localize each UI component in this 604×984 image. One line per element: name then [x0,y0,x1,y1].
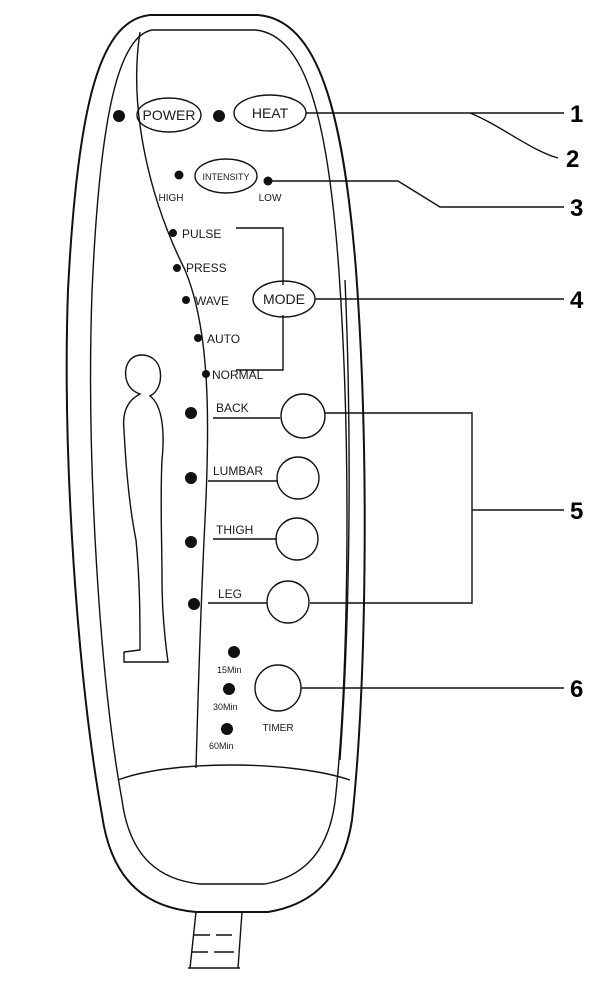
zone-back-label: BACK [216,401,249,415]
zone-thigh-button[interactable] [275,517,319,561]
zone-leg-button[interactable] [266,580,310,624]
power-indicator-dot [113,110,125,122]
timer-60min-dot [221,723,233,735]
intensity-button-label: INTENSITY [202,172,249,182]
callout-lines [268,112,564,689]
mode-press-dot [173,264,181,272]
zone-thigh-dot [185,536,197,548]
mode-wave-label: WAVE [195,294,229,308]
timer-60min-label: 60Min [209,741,234,751]
timer-15min-dot [228,646,240,658]
zone-lumbar-dot [185,472,197,484]
grip-section [117,764,351,781]
mode-wave-dot [182,296,190,304]
callout-2: 2 [566,146,579,173]
intensity-high-dot [174,170,184,180]
zone-thigh-label: THIGH [216,523,253,537]
mode-normal-label: NORMAL [212,368,264,382]
mode-press-label: PRESS [186,261,227,275]
timer-button[interactable] [254,664,302,712]
body-silhouette-icon [122,354,169,663]
zone-leg-label: LEG [218,587,242,601]
zone-lumbar-button[interactable] [276,456,320,500]
intensity-low-label: LOW [259,193,282,204]
power-button-label: POWER [143,107,196,123]
mode-list: PULSE PRESS WAVE AUTO NORMAL [169,227,264,382]
timer-30min-dot [223,683,235,695]
heat-indicator-dot [213,110,225,122]
zone-leg: LEG [188,580,310,624]
callout-3: 3 [570,195,583,222]
zone-back-button[interactable] [280,393,326,439]
callout-1: 1 [570,101,583,128]
zone-lumbar: LUMBAR [185,456,320,500]
callout-5: 5 [570,498,583,525]
intensity-button[interactable] [194,158,258,194]
zone-lumbar-label: LUMBAR [213,464,263,478]
mode-pulse-label: PULSE [182,227,221,241]
mode-button-label: MODE [263,291,305,307]
heat-button-label: HEAT [252,105,289,121]
zone-thigh: THIGH [185,517,319,561]
zone-back-dot [185,407,197,419]
power-button[interactable] [136,97,202,133]
timer-15min-label: 15Min [217,665,242,675]
timer-30min-label: 30Min [213,702,238,712]
mode-pulse-dot [169,229,177,237]
mode-auto-dot [194,334,202,342]
mode-normal-dot [202,370,210,378]
mode-auto-label: AUTO [207,332,240,346]
panel-right-edge [339,279,350,761]
cord [188,911,243,969]
remote-inner-shell [89,29,348,885]
timer-group: 15Min 30Min 60Min TIMER [209,646,302,751]
intensity-high-label: HIGH [159,193,184,204]
callout-6: 6 [570,676,583,703]
panel-left-edge [135,31,209,769]
timer-button-label: TIMER [262,723,293,734]
remote-outer-shell [65,14,366,913]
zone-back: BACK [185,393,326,439]
zone-leg-dot [188,598,200,610]
mode-bracket [236,227,284,371]
callout-4: 4 [570,287,584,314]
